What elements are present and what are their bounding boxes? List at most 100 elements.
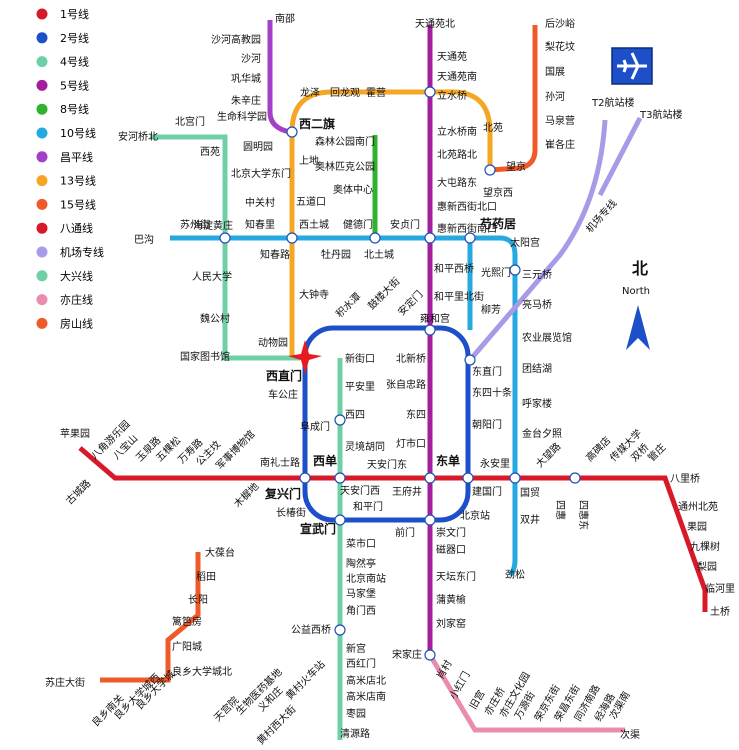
station-label: 崇文门 [436,526,466,539]
station-label: 九棵树 [690,540,720,553]
station-label: 天通苑南 [437,70,477,83]
station-label: 动物园 [258,336,288,349]
station-label: 陶然亭 [346,557,376,570]
legend-label: 昌平线 [60,150,93,164]
station-label: 崔各庄 [545,138,575,151]
station-label: 通州北苑 [678,500,718,513]
station-label: 大葆台 [205,546,235,559]
station-label: 森林公园南门 [315,135,375,148]
legend-label: 八通线 [60,221,93,235]
legend-label: 房山线 [60,316,93,330]
svg-text:T2航站楼: T2航站楼 [591,96,634,109]
station-label: 北土城 [364,248,394,261]
station-label: 奥林匹克公园 [315,160,375,173]
station-label: 望京 [506,160,526,173]
station-label: 磁器口 [436,543,466,556]
station-label: 西苑 [200,145,220,158]
station-label: 人民大学 [192,270,232,283]
line-2 [302,325,471,523]
station-label: 中关村 [245,196,275,209]
compass: 北 North [622,259,650,350]
station-label: 稻田 [196,571,216,583]
station-label: 沙河高教园 [211,33,261,46]
line-13 [289,89,493,360]
station-label: 古城路 [63,477,93,507]
legend-swatch [36,127,48,139]
legend: 1号线2号线4号线5号线8号线10号线昌平线13号线15号线八通线机场专线大兴线… [36,7,104,330]
station-label: 国贸 [520,487,540,499]
station-label: 西单 [313,453,337,468]
station-label: 黄村火车站 [283,658,328,703]
station-label: 龙泽 [300,86,320,99]
station-label: 孙河 [545,90,565,103]
station-label: 奥体中心 [333,183,373,196]
station-label: 车公庄 [268,388,298,401]
station-label: 东单 [436,453,460,468]
station-label: 朱辛庄 [231,94,261,107]
station-label: 篱笆房 [172,615,202,628]
station-label: 果园 [687,521,707,533]
legend-swatch [36,246,48,258]
station-label: 高米店北 [346,674,386,687]
legend-swatch [36,8,48,20]
station-label: 灵境胡同 [345,440,385,453]
station-label: 知春路 [260,248,290,261]
station-label: 雍和宫 [420,312,450,325]
station-label: 临河里 [705,582,735,595]
station-label: 平安里 [345,380,375,393]
station-label: 朝阳门 [472,418,502,431]
station-label: 魏公村 [200,312,230,325]
airplane-icon [611,47,653,85]
station-label: 苹果园 [60,427,90,440]
legend-swatch [36,103,48,115]
station-label: 阜成门 [300,420,330,433]
legend-swatch [36,270,48,282]
station-label: 劲松 [505,568,525,581]
station-label: 北京南站 [346,572,386,585]
station-label: 生命科学园 [217,110,267,123]
station-label: 枣园 [346,708,366,720]
station-label: 南礼士路 [260,456,300,469]
station-label: 高米店南 [346,690,386,703]
station-label: 永安里 [480,457,510,470]
legend-label: 1号线 [60,7,89,21]
station-label: 安河桥北 [118,130,158,143]
station-label: 大钟寺 [299,288,329,301]
station-label: 公益西桥 [291,623,331,636]
station-label: 梨园 [697,560,717,573]
station-label: 宣武门 [300,521,336,536]
legend-swatch [36,317,48,329]
station-label: 角门西 [346,604,376,617]
station-label: 大望路 [533,440,563,470]
station-label: 立水桥南 [437,125,477,138]
station-label: 南邵 [275,12,295,25]
station-label: 西直门 [266,368,302,383]
line-1 [78,446,708,612]
svg-text:T3航站楼: T3航站楼 [639,108,682,121]
station-label: 建国门 [472,485,502,498]
station-label: 高碑店 [583,434,613,464]
station-label: 东四 [406,408,426,421]
station-label: 农业展览馆 [522,331,572,344]
station-label: 光熙门 [481,266,511,279]
station-label: 海淀黄庄 [193,219,233,232]
station-label: 呼家楼 [522,397,552,410]
station-label: 北苑 [483,121,503,134]
station-label: 北新桥 [396,352,426,365]
station-label: 次渠 [620,728,640,741]
station-label: 菜市口 [346,537,376,550]
transfer-nodes [219,86,581,661]
station-label: 长阳 [188,594,208,606]
station-label: 马泉营 [545,114,575,127]
station-label: 霍营 [366,86,386,99]
station-label: 大屯路东 [437,176,477,189]
legend-swatch [36,56,48,68]
svg-text:北: 北 [632,259,648,278]
station-label: 东四十条 [472,386,512,399]
station-label: 北京大学东门 [231,167,291,180]
station-label: 西二旗 [299,116,335,131]
station-label: 天坛东门 [436,570,476,583]
station-label: 八里桥 [670,473,700,485]
station-label: 西土城 [299,218,329,231]
station-label: 宋家庄 [392,648,422,661]
